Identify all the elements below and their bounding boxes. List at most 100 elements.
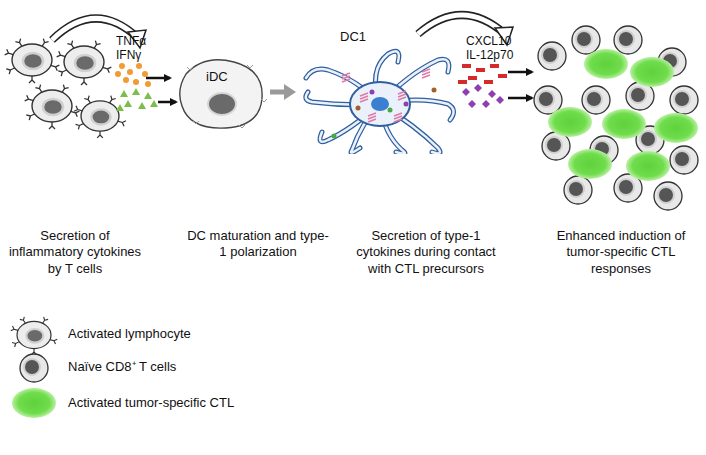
nucleus: [674, 151, 690, 167]
nucleus: [568, 181, 584, 197]
activated-lymphocyte: [5, 39, 60, 83]
nucleus: [91, 109, 110, 124]
nucleus: [43, 99, 63, 115]
cell-body: [64, 46, 104, 78]
surface-marker: [187, 67, 193, 70]
nucleus: [542, 47, 558, 63]
cxcl10-bar: [476, 68, 485, 72]
step-caption: Secretion of inflammatory cytokines by T…: [8, 228, 142, 277]
mhc-molecule: [342, 73, 350, 82]
cell-body: [564, 176, 592, 204]
naive-t-cell: [670, 86, 698, 114]
cell-body: [670, 86, 698, 114]
legend-text: Activated lymphocyte: [68, 326, 191, 342]
cytokine-label: IL-12p70: [466, 48, 536, 63]
activated-lymphocyte: [74, 96, 126, 138]
nucleus: [576, 31, 592, 47]
antigen-dot: [388, 108, 393, 113]
mhc-molecule: [360, 93, 368, 102]
cell-shape: [298, 30, 460, 154]
nucleus: [630, 87, 646, 103]
naive-t-cell: [538, 42, 566, 70]
cell-body: [81, 101, 119, 131]
cell-body: [572, 26, 600, 54]
naive-t-cell: [582, 86, 610, 114]
cxcl10-bar: [490, 64, 499, 68]
dendrite: [380, 104, 440, 153]
nucleus: [658, 187, 674, 203]
activated-ctl: [654, 113, 698, 143]
naive-t-cell: [614, 26, 642, 54]
activated-ctl: [626, 151, 670, 181]
il12-diamond: [488, 90, 496, 98]
cytokine-label: TNFα: [116, 34, 166, 49]
legend-text: Activated tumor-specific CTL: [68, 395, 234, 411]
cell-label: DC1: [340, 30, 366, 44]
tnf-dot: [136, 63, 142, 69]
cell-body: [670, 146, 698, 174]
arrow: [158, 101, 176, 104]
cell-body: [654, 182, 682, 210]
nucleus: [371, 97, 389, 111]
surface-marker: [261, 99, 267, 102]
tnf-dot: [142, 71, 148, 77]
nucleus: [208, 93, 236, 115]
cell-label: iDC: [206, 70, 228, 84]
nucleus: [674, 91, 690, 107]
il12-diamond: [496, 96, 504, 104]
il12-diamond: [482, 100, 490, 108]
naive-t-cell: [670, 146, 698, 174]
nucleus: [26, 329, 43, 343]
arrow-head: [284, 84, 296, 100]
nucleus: [23, 53, 43, 69]
cell-body: [12, 44, 52, 76]
step-caption: Enhanced induction of tumor-specific CTL…: [546, 228, 696, 277]
surface-marker: [239, 125, 245, 128]
mhc-molecule: [368, 113, 376, 122]
surface-marker: [247, 65, 253, 68]
nucleus: [640, 131, 656, 147]
cell-body: [350, 82, 410, 126]
nucleus: [586, 91, 602, 107]
tnf-dot: [123, 77, 129, 83]
antigen-dot: [432, 88, 437, 93]
tnf-dot: [133, 79, 139, 85]
ifn-triangle: [124, 100, 132, 107]
naive-t-cell: [20, 354, 48, 382]
arrow: [508, 97, 532, 100]
naive-t-cell: [654, 182, 682, 210]
nucleus: [24, 359, 40, 375]
cxcl10-bar: [462, 64, 471, 68]
activated-ctl: [548, 107, 592, 137]
nucleus: [546, 137, 562, 153]
cell-body: [614, 26, 642, 54]
mhc-molecule: [422, 69, 430, 78]
il12-diamond: [468, 100, 476, 108]
mhc-molecule: [394, 113, 402, 122]
dendrite: [380, 104, 440, 153]
activated-lymphocyte: [57, 41, 112, 85]
antigen-dot: [332, 134, 337, 139]
cytokine-label: IFNγ: [116, 48, 166, 63]
cxcl10-bar: [458, 80, 467, 84]
activated-ctl: [568, 149, 612, 179]
ifn-triangle: [120, 90, 128, 97]
ifn-triangle: [150, 100, 158, 107]
cell-body: [20, 354, 48, 382]
ifn-triangle: [144, 92, 152, 99]
cxcl10-bar: [484, 80, 493, 84]
cell-body: [17, 321, 51, 348]
antigen-dot: [370, 90, 375, 95]
activated-ctl: [584, 49, 628, 79]
cytokine-label: CXCL10: [466, 34, 536, 49]
ifn-triangle: [116, 104, 124, 111]
nucleus: [538, 91, 554, 107]
ifn-triangle: [138, 102, 146, 109]
cell-body: [538, 42, 566, 70]
naive-t-cell: [572, 26, 600, 54]
activated-ctl: [602, 109, 646, 139]
cxcl10-bar: [498, 74, 507, 78]
